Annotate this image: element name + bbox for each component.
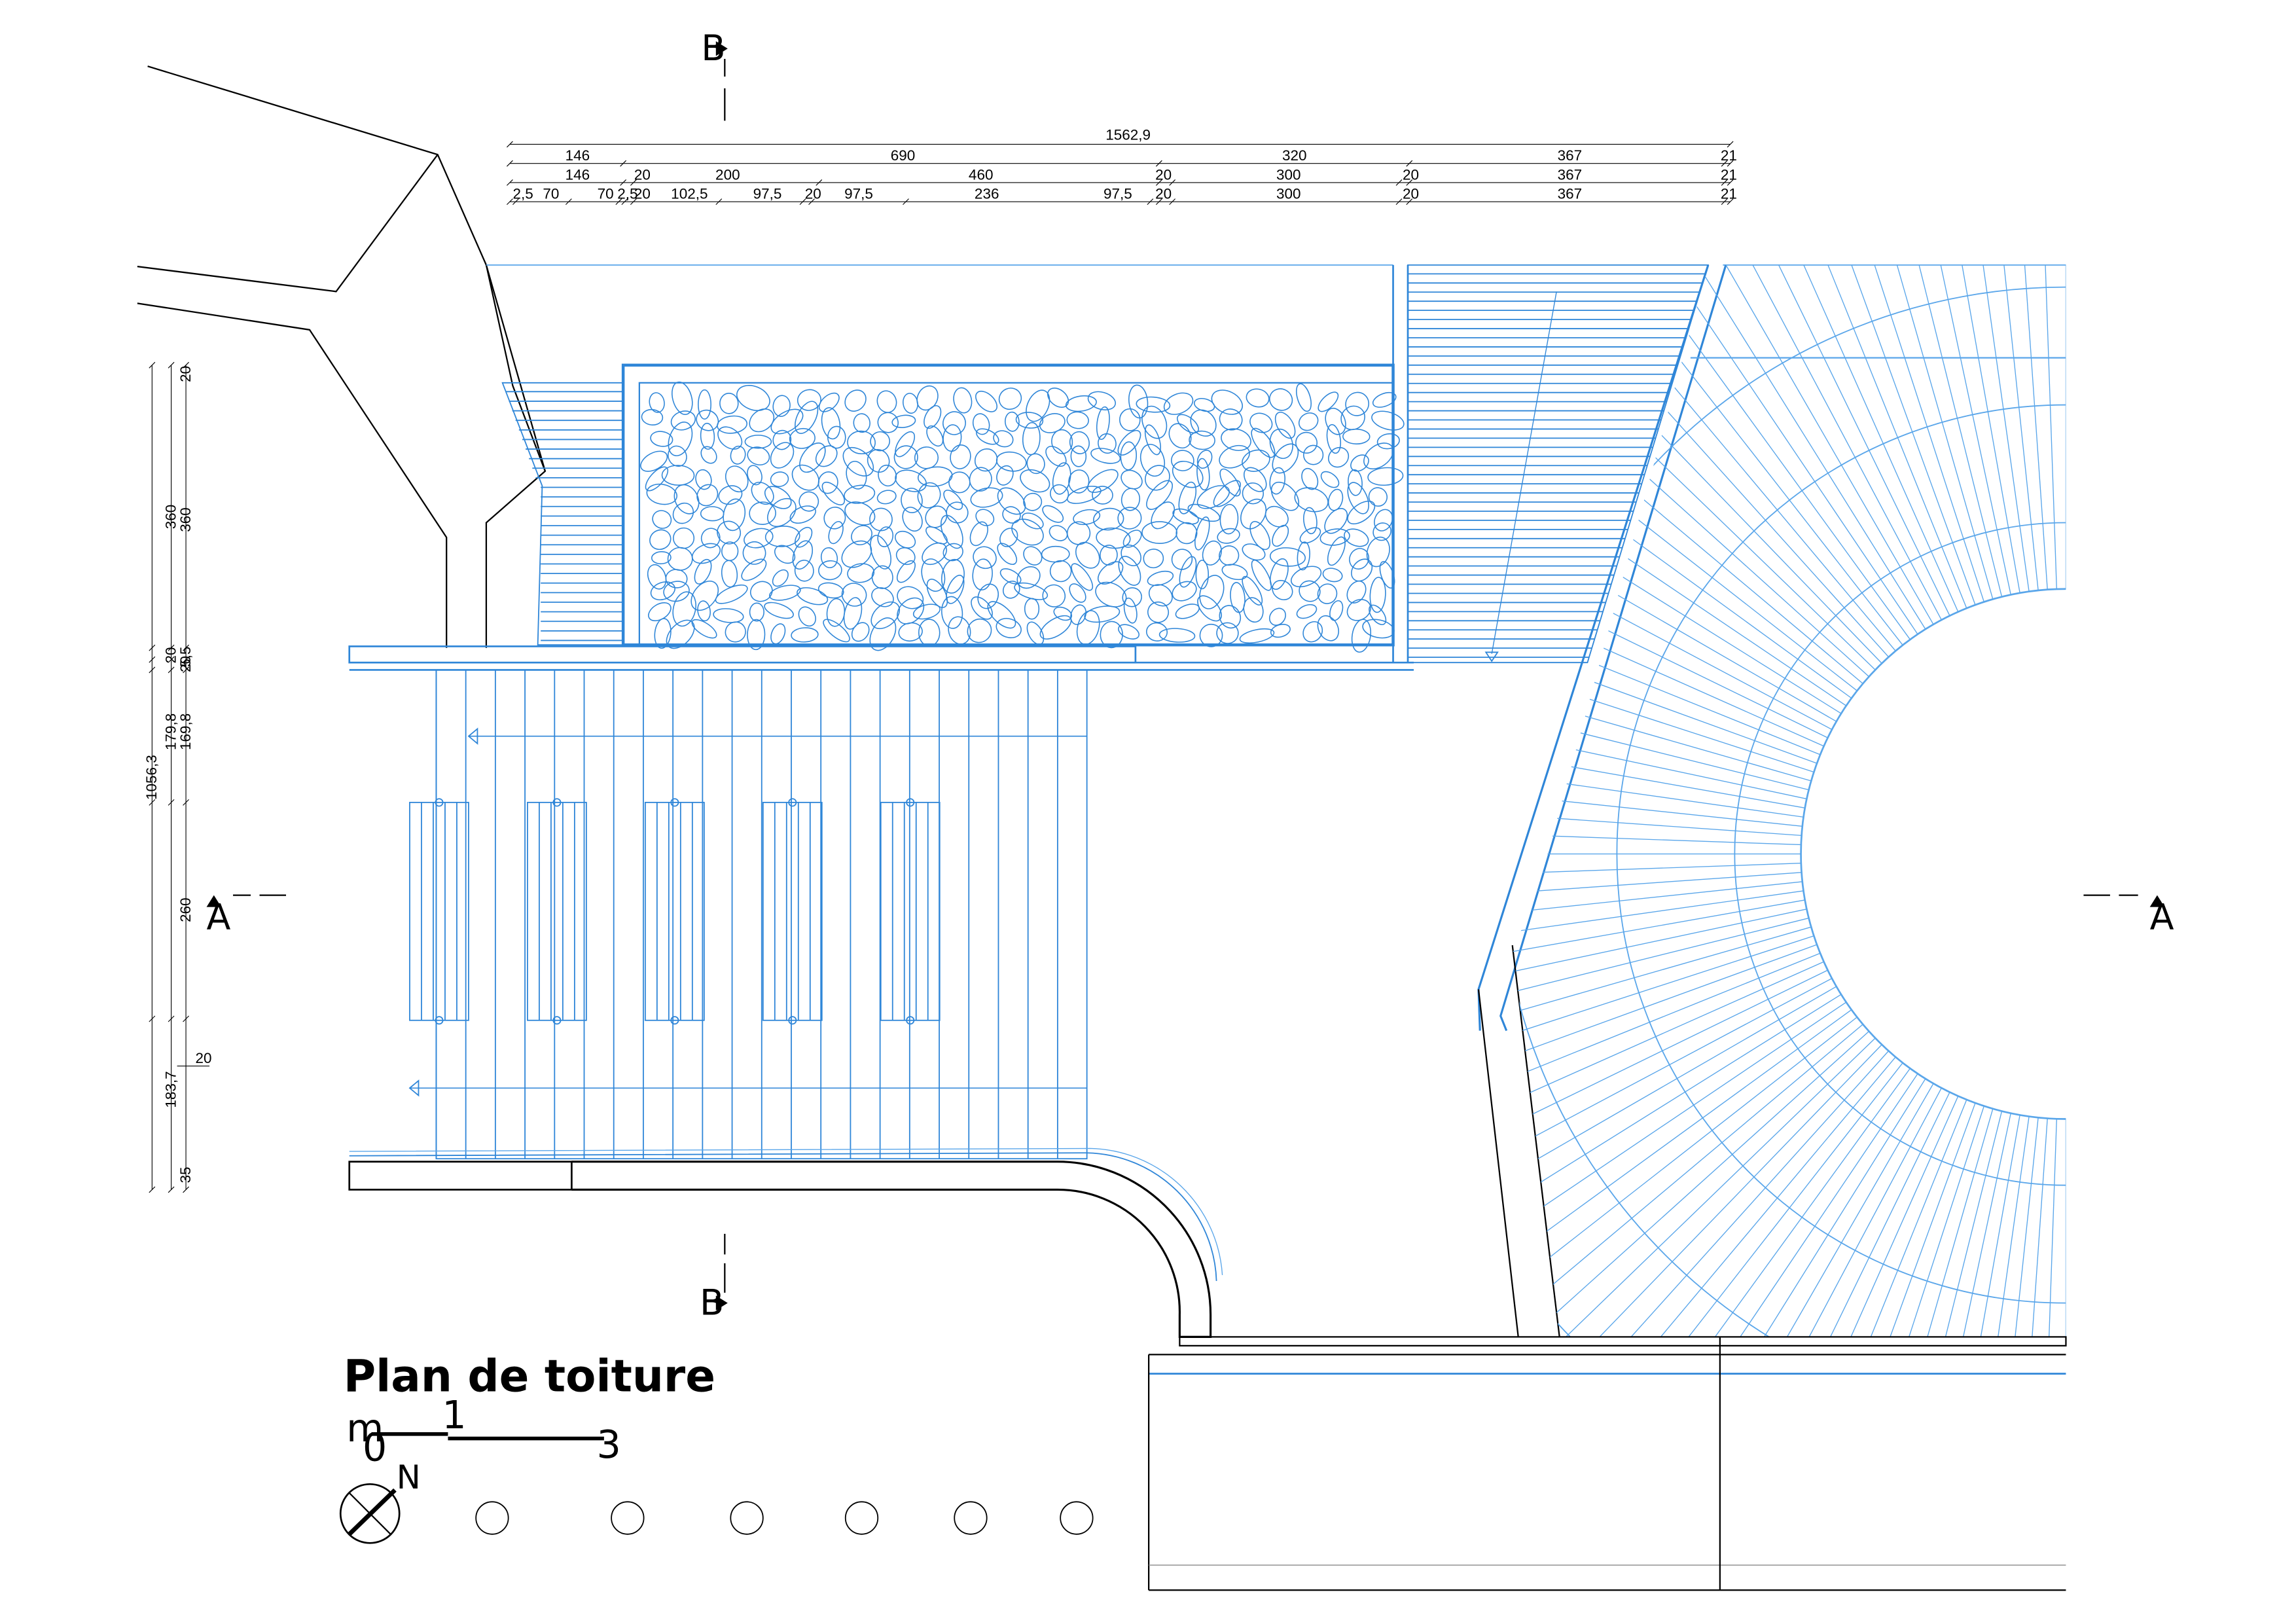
dim-label: 300 xyxy=(1276,166,1301,183)
section-marker-b-bottom: B xyxy=(700,1233,728,1324)
dim-label: 20 xyxy=(1403,166,1419,183)
dim-label: 20 xyxy=(162,647,179,663)
dim-label: 20 xyxy=(196,1050,212,1066)
svg-text:m: m xyxy=(346,1406,384,1451)
dim-label: 146 xyxy=(565,166,590,183)
drawing-title: Plan de toiture xyxy=(344,1350,715,1402)
dim-label: 20 xyxy=(1155,186,1172,202)
north-arrow-icon: N xyxy=(339,1458,421,1544)
dim-label: 20 xyxy=(177,656,194,672)
dim-label: 367 xyxy=(1558,186,1583,202)
dim-label: 5,5 xyxy=(177,647,194,667)
curved-fan-roof xyxy=(1512,264,2066,1337)
dim-label: 20 xyxy=(805,186,821,202)
svg-text:N: N xyxy=(397,1458,421,1496)
dim-label: 300 xyxy=(1276,186,1301,202)
south-edge-wall xyxy=(348,1147,1223,1338)
dim-label: 183,7 xyxy=(162,1071,179,1108)
svg-text:3: 3 xyxy=(597,1422,621,1467)
dim-label: 690 xyxy=(891,147,916,164)
svg-text:A: A xyxy=(207,896,231,937)
dim-label: 97,5 xyxy=(753,186,782,202)
left-dimension-chains xyxy=(149,361,210,1193)
dim-label: 169,8 xyxy=(177,713,194,750)
roof-slope-east xyxy=(1407,264,1710,664)
dim-label: 260 xyxy=(177,897,194,922)
dim-label: 2,5 xyxy=(617,186,637,202)
section-marker-b-top: B xyxy=(701,27,728,121)
dim-label: 460 xyxy=(969,166,994,183)
section-marker-a-left: A xyxy=(206,894,287,937)
dim-label: 367 xyxy=(1558,147,1583,164)
scale-bar: m 0 1 3 xyxy=(346,1393,621,1470)
dim-label: 21 xyxy=(1721,186,1737,202)
dim-label: 146 xyxy=(565,147,590,164)
dim-label: 70 xyxy=(598,186,614,202)
top-dimension-labels: 1562,9 146 690 320 367 21 146 20 200 460 20 300 20… xyxy=(513,127,1737,202)
roof-deck-boards xyxy=(408,669,1088,1160)
roof-slope-west xyxy=(501,382,624,646)
existing-building-outline xyxy=(137,65,547,648)
dim-label: 102,5 xyxy=(671,186,708,202)
dim-label: 200 xyxy=(715,166,740,183)
dim-label: 20 xyxy=(1403,186,1419,202)
svg-text:1: 1 xyxy=(442,1393,466,1437)
dim-label: 179,8 xyxy=(162,713,179,750)
dim-total-height: 1056,3 xyxy=(143,755,160,800)
dim-label: 20 xyxy=(177,366,194,382)
dim-label: 35 xyxy=(177,1166,194,1183)
dim-total-width: 1562,9 xyxy=(1105,127,1151,143)
bottom-building-block xyxy=(1148,1336,2067,1591)
dim-label: 70 xyxy=(543,186,559,202)
dim-label: 236 xyxy=(975,186,999,202)
dim-label: 367 xyxy=(1558,166,1583,183)
dim-label: 20 xyxy=(634,166,651,183)
dim-label: 97,5 xyxy=(844,186,873,202)
dim-label: 20 xyxy=(1155,166,1172,183)
dim-label: 360 xyxy=(177,507,194,532)
legend-circles xyxy=(475,1501,1094,1535)
svg-text:A: A xyxy=(2150,896,2174,937)
dim-label: 21 xyxy=(1721,166,1737,183)
dim-label: 360 xyxy=(162,505,179,530)
dim-label: 320 xyxy=(1282,147,1307,164)
top-dimension-chains xyxy=(507,141,1734,206)
dim-label: 97,5 xyxy=(1103,186,1132,202)
pebble-roof-garden xyxy=(621,363,1405,653)
dim-label: 20 xyxy=(634,186,651,202)
svg-text:0: 0 xyxy=(363,1425,387,1470)
dim-label: 21 xyxy=(1721,147,1737,164)
dim-label: 2,5 xyxy=(513,186,533,202)
section-marker-a-right: A xyxy=(2083,894,2174,937)
